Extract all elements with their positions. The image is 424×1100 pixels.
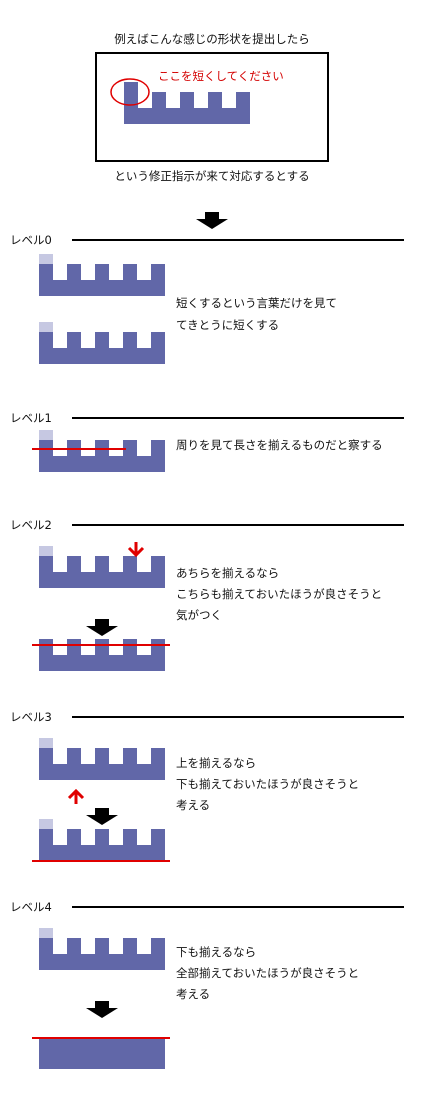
level-0-label: レベル0 <box>10 233 52 247</box>
level-1-rule <box>72 417 404 419</box>
removed-part <box>39 254 53 264</box>
level-2-description-line-1: あちらを揃えるなら <box>176 566 280 580</box>
comb-tooth <box>95 938 109 954</box>
highlight-circle <box>110 78 150 106</box>
arrow-shaft <box>205 212 219 219</box>
comb-tooth <box>39 264 53 280</box>
level-4-rule <box>72 906 404 908</box>
comb-tooth <box>123 440 137 456</box>
comb-tooth <box>95 332 109 348</box>
intro-caption: という修正指示が来て対応するとする <box>114 169 310 183</box>
removed-part <box>39 928 53 938</box>
comb-tooth <box>39 938 53 954</box>
comb-tooth <box>39 332 53 348</box>
level-0-rule <box>72 239 404 241</box>
level-2-description-line-2: こちらも揃えておいたほうが良さそうと <box>176 587 383 601</box>
comb-tooth <box>39 556 53 572</box>
red-up-arrow-icon <box>67 788 85 800</box>
comb-base <box>39 348 165 364</box>
comb-base <box>39 456 165 472</box>
removed-part <box>39 430 53 440</box>
red-down-arrow-icon <box>127 546 145 558</box>
level-1-description-line-1: 周りを見て長さを揃えるものだと察する <box>176 438 383 452</box>
down-arrow-icon <box>86 626 118 636</box>
comb-tooth <box>67 639 81 655</box>
level-4-label: レベル4 <box>10 900 52 914</box>
comb-tooth <box>95 556 109 572</box>
level-2-rule <box>72 524 404 526</box>
level-1-label: レベル1 <box>10 411 52 425</box>
comb-tooth <box>39 829 53 845</box>
comb-base <box>39 764 165 780</box>
comb-tooth <box>39 748 53 764</box>
comb-tooth <box>151 938 165 954</box>
comb-tooth <box>95 829 109 845</box>
level-2-label: レベル2 <box>10 518 52 532</box>
level-2-description-line-3: 気がつく <box>176 608 222 622</box>
comb-tooth <box>123 938 137 954</box>
down-arrow-icon <box>86 815 118 825</box>
comb-tooth <box>180 92 194 108</box>
comb-tooth <box>67 829 81 845</box>
level-0-description-line-2: てきとうに短くする <box>176 318 280 332</box>
intro-heading: 例えばこんな感じの形状を提出したら <box>114 32 310 46</box>
comb-tooth <box>151 440 165 456</box>
comb-tooth <box>95 639 109 655</box>
comb-tooth <box>151 829 165 845</box>
level-4-description-line-1: 下も揃えるなら <box>176 945 257 959</box>
removed-part <box>39 322 53 332</box>
comb-tooth <box>123 639 137 655</box>
level-3-description-line-2: 下も揃えておいたほうが良さそうと <box>176 777 360 791</box>
comb-base <box>39 954 165 970</box>
correction-note: ここを短くしてください <box>158 69 284 83</box>
comb-base <box>124 108 250 124</box>
comb-tooth <box>123 264 137 280</box>
removed-part <box>39 819 53 829</box>
comb-tooth <box>67 332 81 348</box>
comb-tooth <box>236 92 250 108</box>
comb-base <box>39 572 165 588</box>
comb-tooth <box>123 748 137 764</box>
comb-tooth <box>123 829 137 845</box>
example-frame <box>95 52 329 162</box>
comb-tooth <box>151 639 165 655</box>
level-3-rule <box>72 716 404 718</box>
comb-tooth <box>95 748 109 764</box>
flattened-shape <box>39 1037 165 1069</box>
comb-base <box>39 845 165 861</box>
comb-tooth <box>67 938 81 954</box>
comb-base <box>39 280 165 296</box>
comb-tooth <box>151 556 165 572</box>
comb-tooth <box>151 748 165 764</box>
level-3-description-line-3: 考える <box>176 798 211 812</box>
removed-part <box>124 82 138 92</box>
removed-part <box>39 738 53 748</box>
arrow-shaft <box>95 619 109 626</box>
level-4-description-line-3: 考える <box>176 987 211 1001</box>
arrow-shaft <box>95 1001 109 1008</box>
comb-tooth <box>151 332 165 348</box>
removed-part <box>39 546 53 556</box>
comb-tooth <box>151 264 165 280</box>
arrow-shaft <box>95 808 109 815</box>
comb-tooth <box>39 639 53 655</box>
comb-tooth <box>67 748 81 764</box>
comb-base <box>39 655 165 671</box>
comb-tooth <box>152 92 166 108</box>
comb-tooth <box>123 332 137 348</box>
comb-tooth <box>67 264 81 280</box>
down-arrow-icon <box>196 219 228 229</box>
level-4-description-line-2: 全部揃えておいたほうが良さそうと <box>176 966 360 980</box>
level-3-label: レベル3 <box>10 710 52 724</box>
comb-tooth <box>208 92 222 108</box>
comb-tooth <box>123 556 137 572</box>
comb-tooth <box>67 556 81 572</box>
down-arrow-icon <box>86 1008 118 1018</box>
level-0-description-line-1: 短くするという言葉だけを見て <box>176 296 337 310</box>
level-3-description-line-1: 上を揃えるなら <box>176 756 257 770</box>
comb-tooth <box>95 264 109 280</box>
